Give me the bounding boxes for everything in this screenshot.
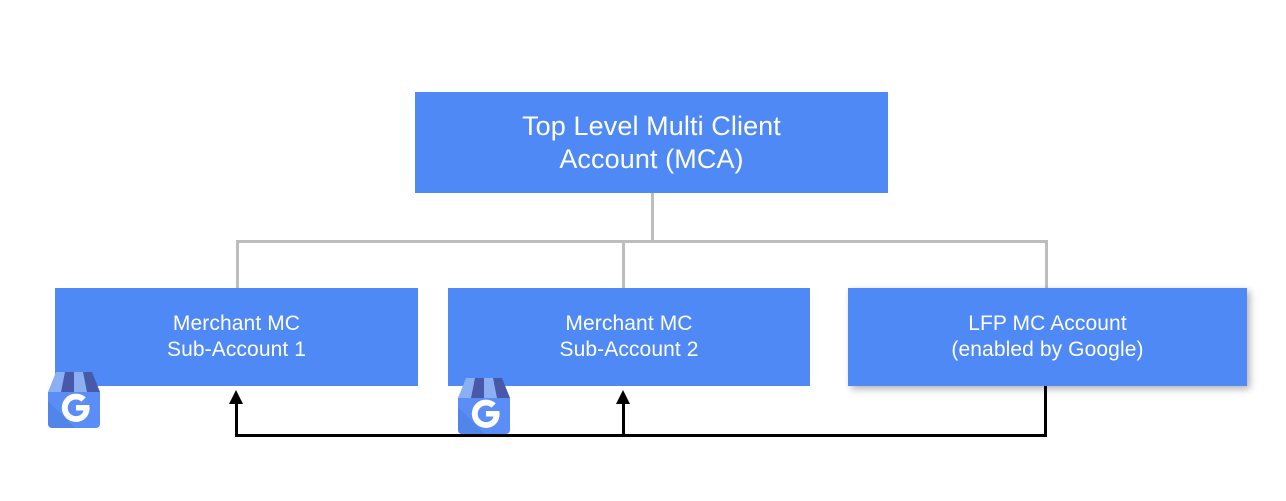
feedback-line-from-lfp — [1044, 386, 1047, 437]
connector-drop-sub2 — [622, 240, 625, 289]
feedback-line-to-sub2 — [622, 400, 625, 436]
google-business-profile-icon — [458, 378, 510, 434]
node-top-level-mca-label: Top Level Multi Client Account (MCA) — [522, 110, 781, 174]
node-merchant-sub-account-2-label: Merchant MC Sub-Account 2 — [559, 312, 699, 361]
feedback-line-to-sub1 — [235, 400, 238, 436]
node-lfp-mc-account-label: LFP MC Account (enabled by Google) — [951, 312, 1144, 361]
google-business-profile-icon — [48, 372, 100, 428]
node-merchant-sub-account-2[interactable]: Merchant MC Sub-Account 2 — [448, 288, 810, 386]
connector-drop-sub1 — [236, 240, 239, 289]
node-lfp-mc-account[interactable]: LFP MC Account (enabled by Google) — [848, 288, 1247, 386]
node-merchant-sub-account-1[interactable]: Merchant MC Sub-Account 1 — [55, 288, 418, 386]
connector-top-stem — [651, 193, 654, 242]
connector-drop-lfp — [1045, 240, 1048, 289]
node-merchant-sub-account-1-label: Merchant MC Sub-Account 1 — [166, 312, 307, 361]
arrowhead-to-sub2-icon — [616, 390, 630, 404]
node-top-level-mca[interactable]: Top Level Multi Client Account (MCA) — [415, 92, 888, 193]
feedback-horizontal-bus — [235, 434, 1047, 437]
arrowhead-to-sub1-icon — [229, 390, 243, 404]
connector-horizontal-bus — [236, 240, 1048, 243]
